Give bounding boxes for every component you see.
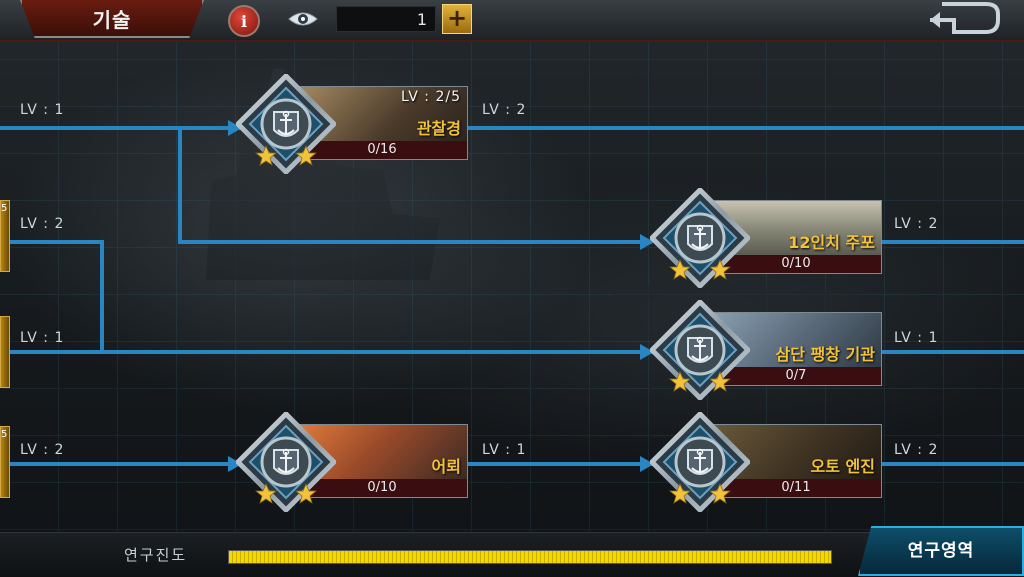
connector (178, 240, 652, 244)
tech-node-panel: 삼단 팽창 기관 0/7 (710, 312, 882, 386)
tech-node-panel: 어뢰 0/10 (296, 424, 468, 498)
anchor-emblem-icon (236, 412, 336, 512)
level-label: LV : 1 (20, 330, 65, 346)
tech-name: 오토 엔진 (810, 457, 875, 476)
arrow-icon (228, 456, 242, 472)
tech-name: 삼단 팽창 기관 (775, 345, 875, 364)
tech-node-otto-engine[interactable]: 오토 엔진 0/11 (650, 412, 886, 512)
tech-progress: 0/10 (711, 255, 881, 273)
tech-progress: 0/11 (711, 479, 881, 497)
connector (882, 350, 1024, 354)
tech-name: 관찰경 (416, 119, 461, 138)
anchor-emblem-icon (650, 300, 750, 400)
research-progress-bar (228, 550, 832, 564)
connector (468, 126, 1024, 130)
tab-technology[interactable]: 기술 (20, 0, 204, 38)
back-icon[interactable] (924, 0, 1004, 36)
research-progress-fill (229, 551, 831, 563)
arrow-icon (640, 456, 654, 472)
offscreen-node-tab[interactable]: 5 (0, 426, 10, 498)
tech-node-observation[interactable]: LV : 2/5 관찰경 0/16 (236, 74, 472, 174)
tech-level: LV : 2/5 (401, 89, 461, 105)
level-label: LV : 2 (20, 216, 65, 232)
tech-progress: 0/7 (711, 367, 881, 385)
tech-progress: 0/16 (297, 141, 467, 159)
research-area-button[interactable]: 연구영역 (858, 526, 1024, 576)
level-label: LV : 2 (482, 102, 527, 118)
anchor-emblem-icon (650, 412, 750, 512)
offscreen-node-tab[interactable] (0, 316, 10, 388)
resource-count: 1 (336, 6, 436, 32)
connector (10, 462, 240, 466)
arrow-icon (228, 120, 242, 136)
arrow-icon (640, 344, 654, 360)
arrow-icon (640, 234, 654, 250)
research-progress-label: 연구진도 (124, 546, 188, 564)
level-label: LV : 2 (20, 442, 65, 458)
tech-node-12inch-gun[interactable]: 12인치 주포 0/10 (650, 188, 886, 288)
connector (882, 240, 1024, 244)
tab-technology-label: 기술 (92, 7, 132, 32)
level-label: LV : 2 (894, 216, 939, 232)
anchor-emblem-icon (650, 188, 750, 288)
level-label: LV : 1 (20, 102, 65, 118)
connector (100, 240, 104, 354)
anchor-emblem-icon (236, 74, 336, 174)
info-button[interactable]: i (228, 5, 260, 37)
eye-icon (288, 12, 318, 26)
tech-name: 12인치 주포 (788, 233, 875, 252)
add-resource-button[interactable]: + (442, 4, 472, 34)
offscreen-node-level: 5 (1, 203, 8, 214)
level-label: LV : 2 (894, 442, 939, 458)
offscreen-node-level: 5 (1, 429, 8, 440)
connector (10, 350, 652, 354)
connector (0, 126, 240, 130)
tech-node-triple-expansion[interactable]: 삼단 팽창 기관 0/7 (650, 300, 886, 400)
level-label: LV : 1 (482, 442, 527, 458)
tech-name: 어뢰 (431, 457, 461, 476)
top-bar: 기술 i 1 + (0, 0, 1024, 42)
connector (10, 240, 102, 244)
offscreen-node-tab[interactable]: 5 (0, 200, 10, 272)
tech-progress: 0/10 (297, 479, 467, 497)
tech-node-torpedo[interactable]: 어뢰 0/10 (236, 412, 472, 512)
connector (468, 462, 652, 466)
connector (882, 462, 1024, 466)
level-label: LV : 1 (894, 330, 939, 346)
connector (178, 126, 182, 244)
